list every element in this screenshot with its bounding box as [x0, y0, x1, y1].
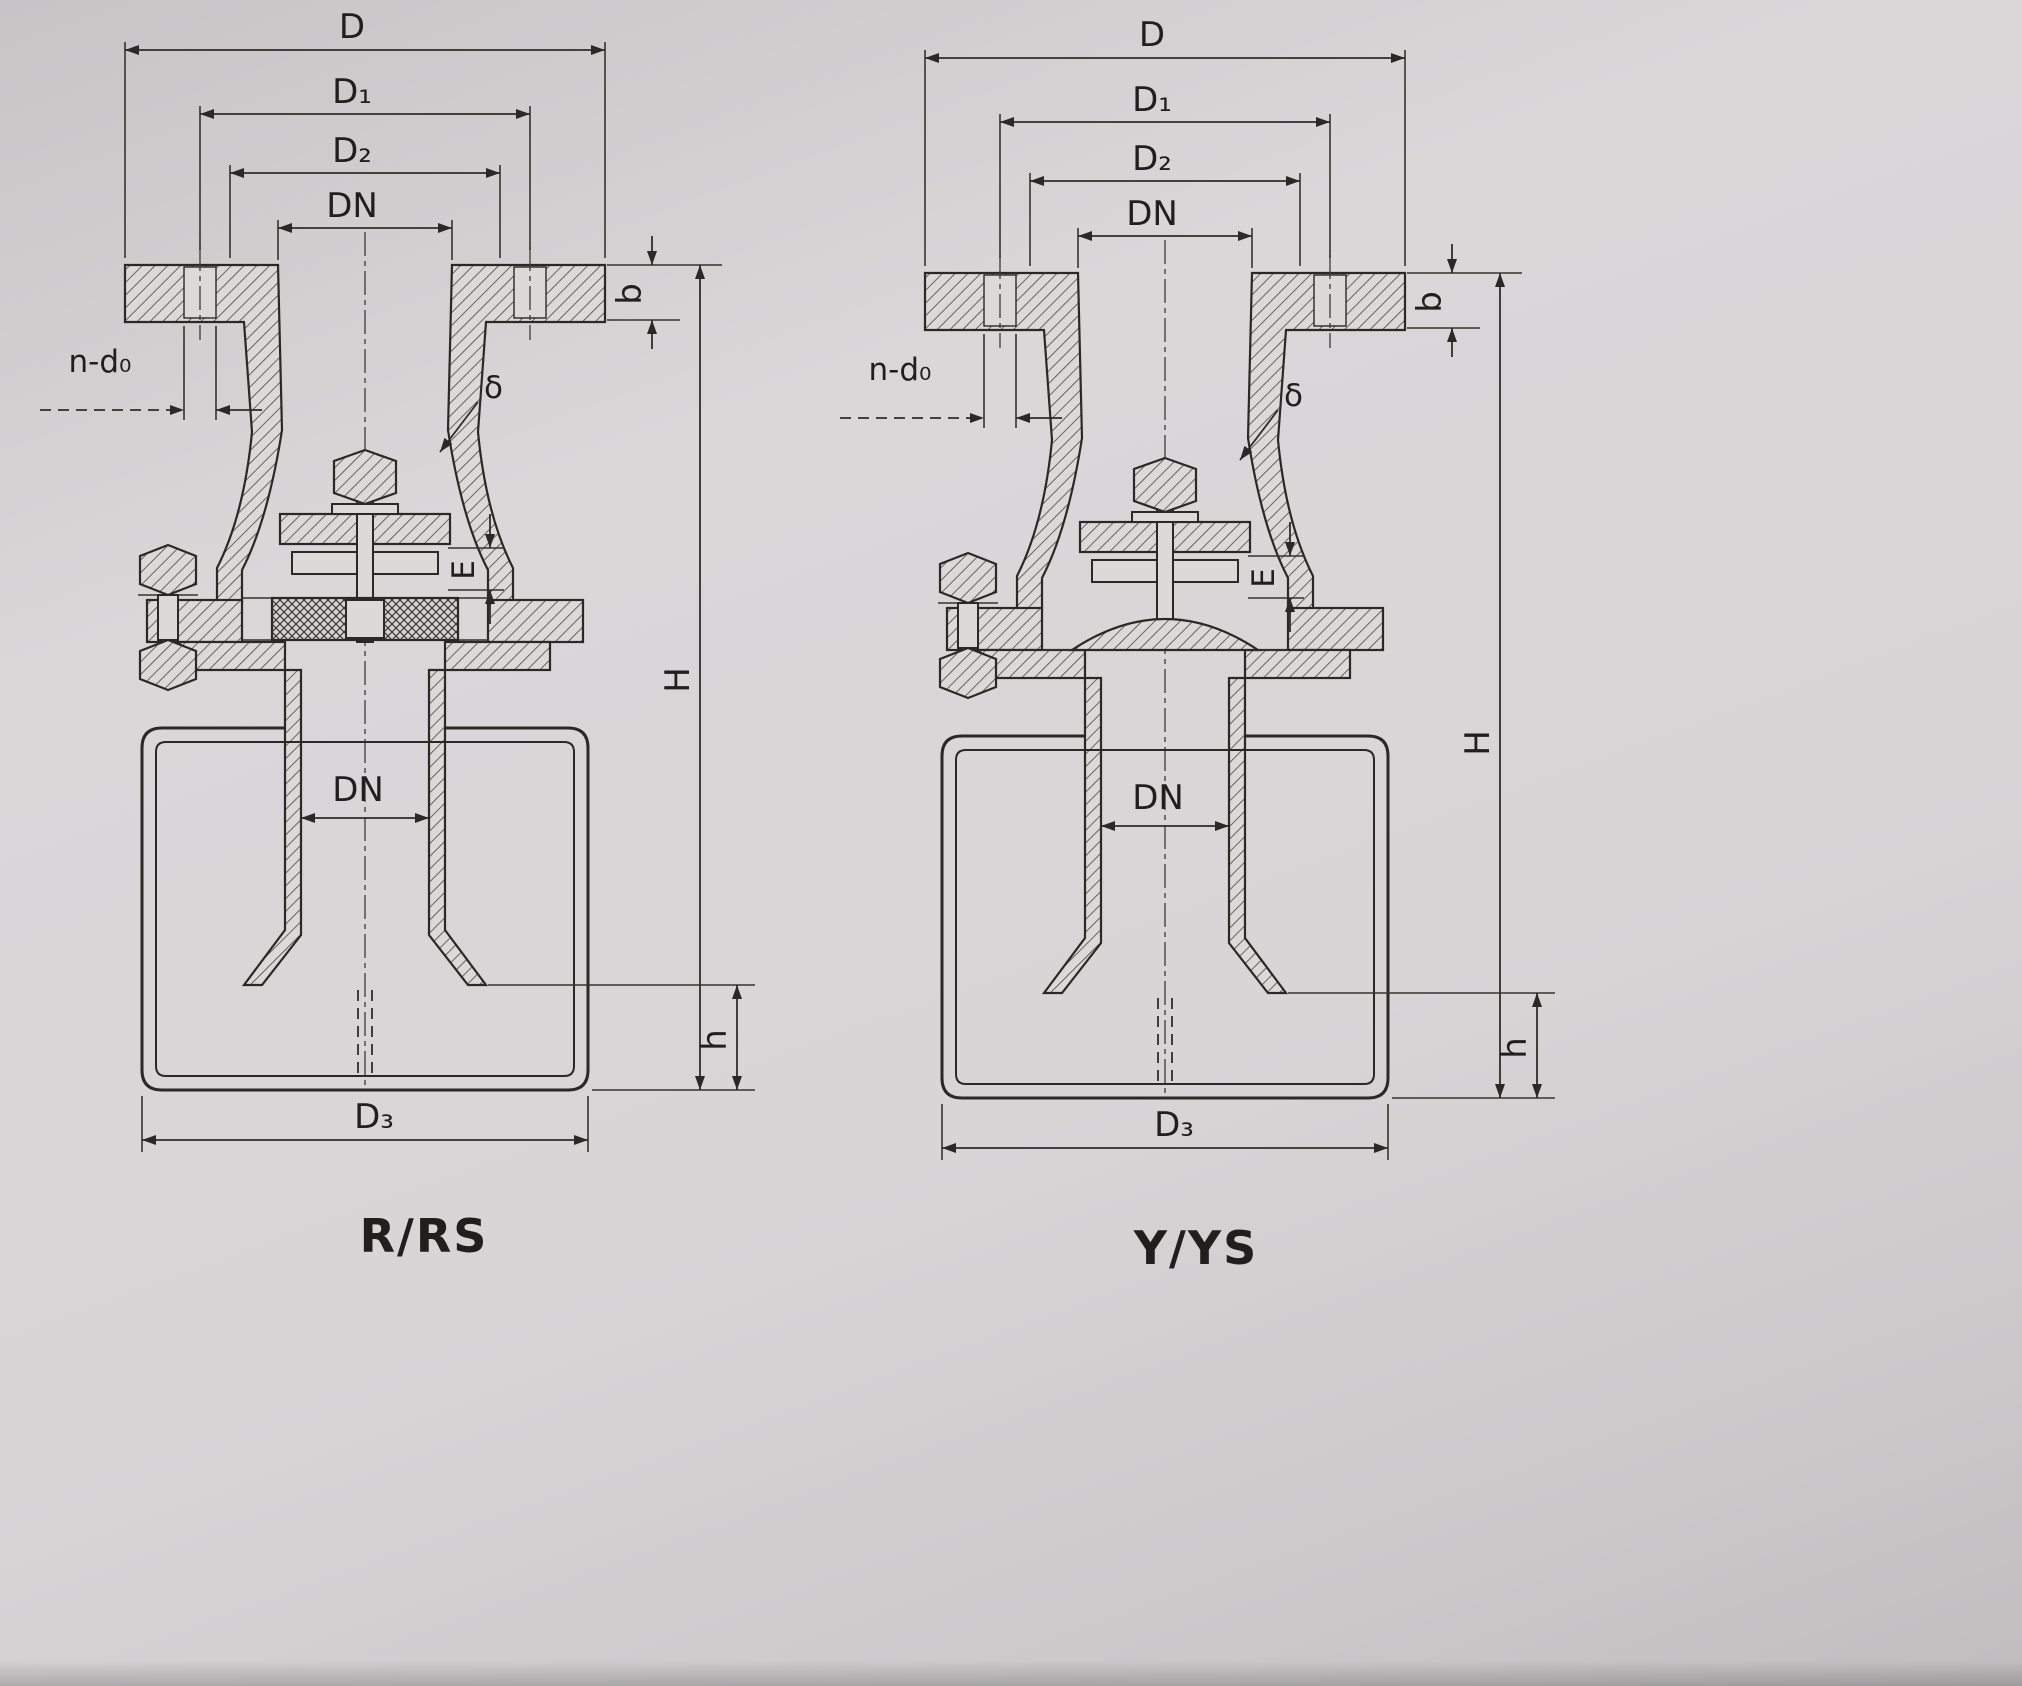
dim-n-d0-label: n-d₀ [69, 344, 132, 380]
dim-b-label: b [1410, 291, 1450, 313]
mesh-center-hub [345, 599, 385, 639]
dim-delta-label: δ [484, 370, 503, 406]
dim-d1-label: D₁ [332, 72, 372, 112]
dim-e-label: E [446, 560, 482, 580]
valve-section-geometry [840, 50, 1555, 1160]
dim-e-label: E [1246, 568, 1282, 588]
drawing-r-rs: D D₁ D₂ DN n-d₀ b δ E H h DN D₃ R/RS [40, 7, 755, 1263]
dim-d3-label: D₃ [1154, 1105, 1194, 1145]
dim-h-small-label: h [695, 1029, 735, 1051]
dim-h-small-label: h [1495, 1037, 1535, 1059]
dim-dn-top-label: DN [326, 186, 378, 226]
drawing-title: R/RS [360, 1209, 489, 1263]
dim-dn-mid-label: DN [332, 770, 384, 810]
dim-b-label: b [610, 283, 650, 305]
dim-delta-label: δ [1284, 378, 1303, 414]
dim-d-label: D [1139, 15, 1165, 55]
dim-d2-label: D₂ [1132, 139, 1172, 179]
dim-d-label: D [339, 7, 365, 47]
dim-d3-label: D₃ [354, 1097, 394, 1137]
dim-n-d0-label: n-d₀ [869, 352, 932, 388]
dim-d2-label: D₂ [332, 131, 372, 171]
dim-dn-top-label: DN [1126, 194, 1178, 234]
dim-dn-mid-label: DN [1132, 778, 1184, 818]
drawing-y-ys: D D₁ D₂ DN n-d₀ b δ E H h DN D₃ Y/YS [840, 15, 1555, 1275]
dome-disc-element [1068, 618, 1262, 652]
dim-h-total-label: H [658, 667, 698, 693]
photo-bottom-shadow [0, 1660, 2022, 1686]
drawing-title: Y/YS [1133, 1221, 1259, 1275]
dim-d1-label: D₁ [1132, 80, 1172, 120]
dim-h-total-label: H [1458, 730, 1498, 756]
